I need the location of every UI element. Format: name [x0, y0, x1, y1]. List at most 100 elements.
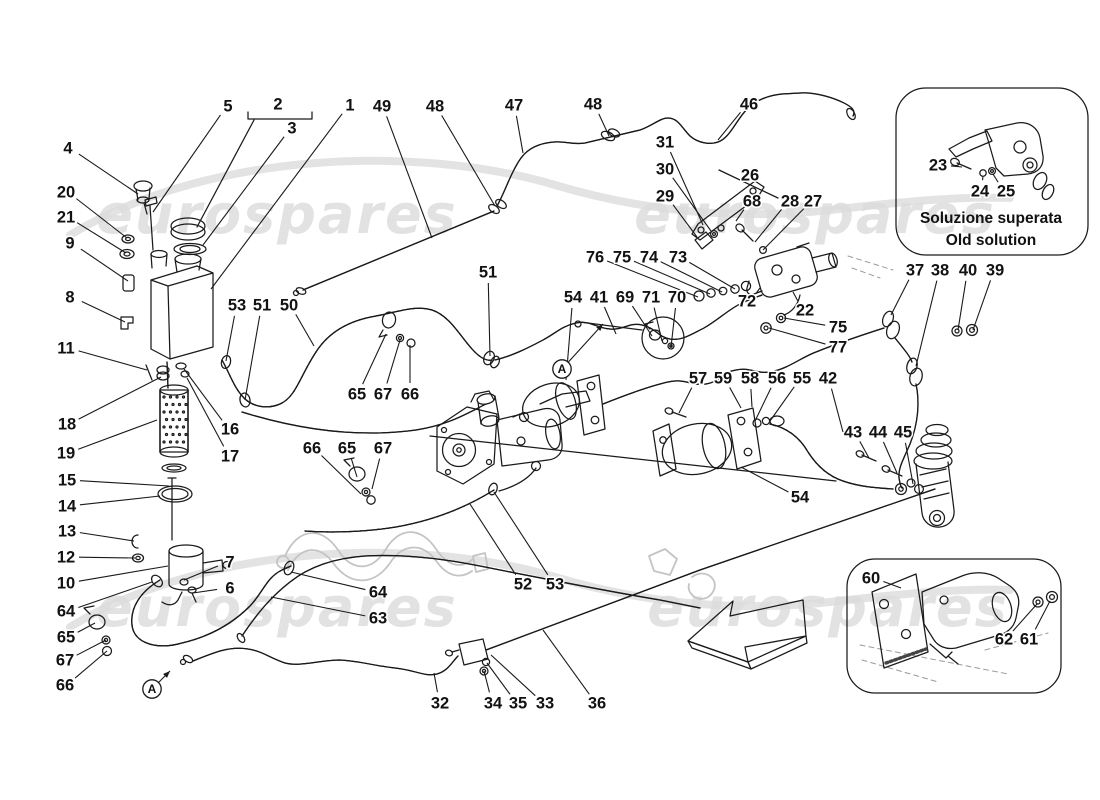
- leader-line: [441, 115, 496, 207]
- section-marker-letter: A: [558, 362, 567, 376]
- oil-reservoir: [150, 249, 214, 360]
- leader-line: [890, 279, 910, 316]
- level-sensor: [871, 572, 1059, 669]
- part-callout-46: 46: [740, 96, 758, 114]
- filter-dot: [177, 402, 182, 407]
- part-callout-16: 16: [221, 421, 239, 439]
- leader-line: [603, 306, 617, 335]
- old-solution-title-english: Old solution: [946, 232, 1036, 249]
- filter-dot: [184, 402, 188, 407]
- leader-line: [81, 301, 126, 323]
- part-callout-42: 42: [819, 370, 837, 388]
- filter-dot: [181, 395, 186, 399]
- diagram-artwork: Soluzione superata Old solution: [83, 87, 1089, 694]
- filter-dot: [168, 440, 173, 444]
- leader-line: [672, 204, 698, 238]
- solenoid-valve: [693, 223, 838, 334]
- leader-line: [487, 282, 491, 357]
- hydraulic-pump: [436, 390, 591, 492]
- leader-line: [1012, 603, 1038, 632]
- leader-line: [904, 442, 914, 485]
- part-callout-76: 76: [586, 249, 604, 267]
- filter-dot: [177, 417, 182, 422]
- part-callout-8: 8: [65, 289, 74, 307]
- section-marker-arrowhead: [596, 324, 603, 332]
- part-callout-7: 7: [225, 554, 234, 572]
- section-marker-circle: [552, 359, 572, 379]
- part-callout-63: 63: [369, 610, 387, 628]
- filter-dot: [164, 402, 169, 407]
- leader-line: [769, 386, 795, 422]
- part-callout-60: 60: [862, 570, 880, 588]
- leader-line: [350, 458, 358, 478]
- leader-line: [754, 209, 782, 243]
- shock-absorber: [913, 423, 955, 528]
- part-callout-2: 2: [273, 96, 282, 114]
- leader-line: [633, 260, 711, 295]
- leader-line: [192, 588, 218, 594]
- leader-line: [225, 315, 236, 362]
- part-callout-51: 51: [253, 297, 271, 315]
- filter-dot: [175, 425, 179, 429]
- leader-line: [783, 317, 826, 326]
- part-callout-77: 77: [829, 339, 847, 357]
- part-callout-73: 73: [669, 249, 687, 267]
- leader-line: [78, 581, 153, 609]
- filter-dot: [162, 425, 166, 429]
- part-callout-57: 57: [689, 370, 707, 388]
- part-callout-48: 48: [584, 96, 602, 114]
- part-callout-9: 9: [65, 235, 74, 253]
- part-callout-17: 17: [221, 448, 239, 466]
- part-callout-43: 43: [844, 424, 862, 442]
- leader-line: [79, 480, 170, 487]
- watermark-text: eurospares: [96, 183, 457, 246]
- tube-inner: [496, 92, 855, 207]
- direction-arrow-icon: [687, 599, 808, 670]
- part-callout-72: 72: [738, 293, 756, 311]
- leader-line: [79, 495, 161, 506]
- part-callout-13: 13: [58, 523, 76, 541]
- leader-line: [653, 307, 663, 342]
- leader-line: [542, 629, 590, 695]
- part-callout-49: 49: [373, 98, 391, 116]
- leader-line: [689, 261, 736, 290]
- t-fitting: [444, 638, 491, 676]
- part-callout-59: 59: [714, 370, 732, 388]
- leader-line: [515, 115, 524, 154]
- part-callout-27: 27: [804, 193, 822, 211]
- leader-line: [78, 350, 148, 371]
- filter-dot: [181, 425, 186, 429]
- part-callout-65: 65: [348, 386, 366, 404]
- leader-line: [678, 387, 693, 414]
- leader-line: [78, 153, 139, 195]
- leader-line: [78, 419, 158, 450]
- leader-line: [660, 261, 723, 293]
- part-callout-66: 66: [303, 440, 321, 458]
- accumulator-sphere-right: [652, 407, 785, 477]
- part-callout-53: 53: [228, 297, 246, 315]
- part-callout-53: 53: [546, 576, 564, 594]
- leader-line: [606, 260, 699, 298]
- part-callout-33: 33: [536, 695, 554, 713]
- part-callout-22: 22: [796, 302, 814, 320]
- leader-line: [76, 639, 107, 656]
- leader-line: [950, 165, 963, 168]
- tube-inner: [166, 361, 169, 389]
- old-solution-valve: [948, 122, 1055, 201]
- part-callout-71: 71: [642, 289, 660, 307]
- leader-line: [883, 580, 902, 589]
- part-callout-19: 19: [57, 445, 75, 463]
- tube-inner: [302, 210, 495, 291]
- filter-dot: [171, 402, 175, 407]
- leader-line: [76, 222, 127, 254]
- tube-inner: [241, 554, 701, 637]
- leader-line: [493, 491, 549, 576]
- ghost-engine-manifold: [276, 531, 716, 600]
- filter-dot: [168, 395, 173, 399]
- leader-line: [882, 441, 898, 474]
- part-callout-74: 74: [640, 249, 659, 267]
- leader-line: [830, 388, 844, 433]
- part-callout-75: 75: [613, 249, 631, 267]
- part-callout-48: 48: [426, 98, 444, 116]
- filter-dot: [184, 417, 188, 422]
